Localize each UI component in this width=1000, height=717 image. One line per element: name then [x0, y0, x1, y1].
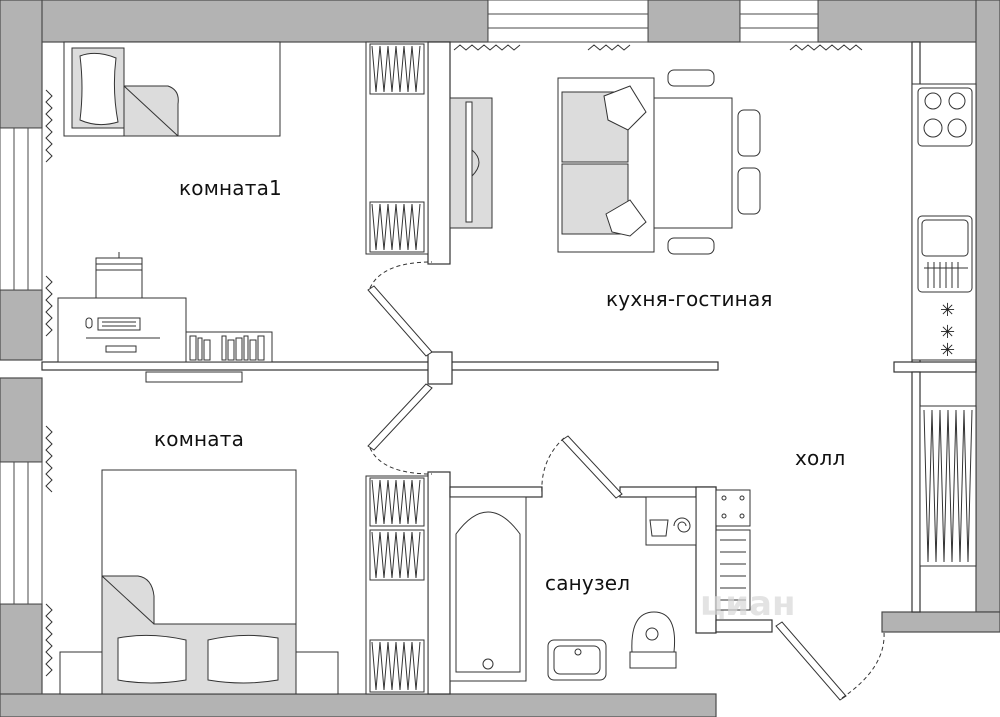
interior-walls: [41, 41, 977, 695]
sofa: [557, 77, 655, 253]
desk-computer: [57, 252, 243, 383]
bookshelf: [185, 331, 273, 363]
room-label-room: комната: [154, 427, 245, 451]
svg-text:✳: ✳: [940, 300, 955, 321]
dining-table: [653, 69, 761, 255]
tv-stand: [449, 97, 493, 229]
toilet: [629, 611, 677, 669]
radiators: [45, 44, 863, 677]
wardrobe-lower: [365, 475, 429, 695]
doors: [367, 261, 885, 701]
room-label-room1: комната1: [179, 176, 282, 200]
shoe-rack: [715, 489, 751, 611]
bed-room: [59, 469, 339, 695]
windows: [0, 0, 819, 605]
washing-machine: [645, 496, 697, 546]
wardrobe-upper: [365, 41, 429, 255]
watermark-logo: циан: [700, 584, 796, 624]
svg-text:✳: ✳: [940, 322, 955, 343]
bed-room1: [63, 41, 281, 137]
kitchen-unit: ✳ ✳ ✳: [911, 83, 977, 361]
room-label-kitchen-living: кухня-гостиная: [606, 287, 773, 311]
wardrobe-hall: [919, 405, 977, 567]
sink: [547, 639, 607, 681]
bathtub: [449, 496, 527, 682]
room-label-bathroom: санузел: [545, 571, 631, 595]
room-label-hall: холл: [795, 446, 846, 470]
svg-text:✳: ✳: [940, 340, 955, 361]
